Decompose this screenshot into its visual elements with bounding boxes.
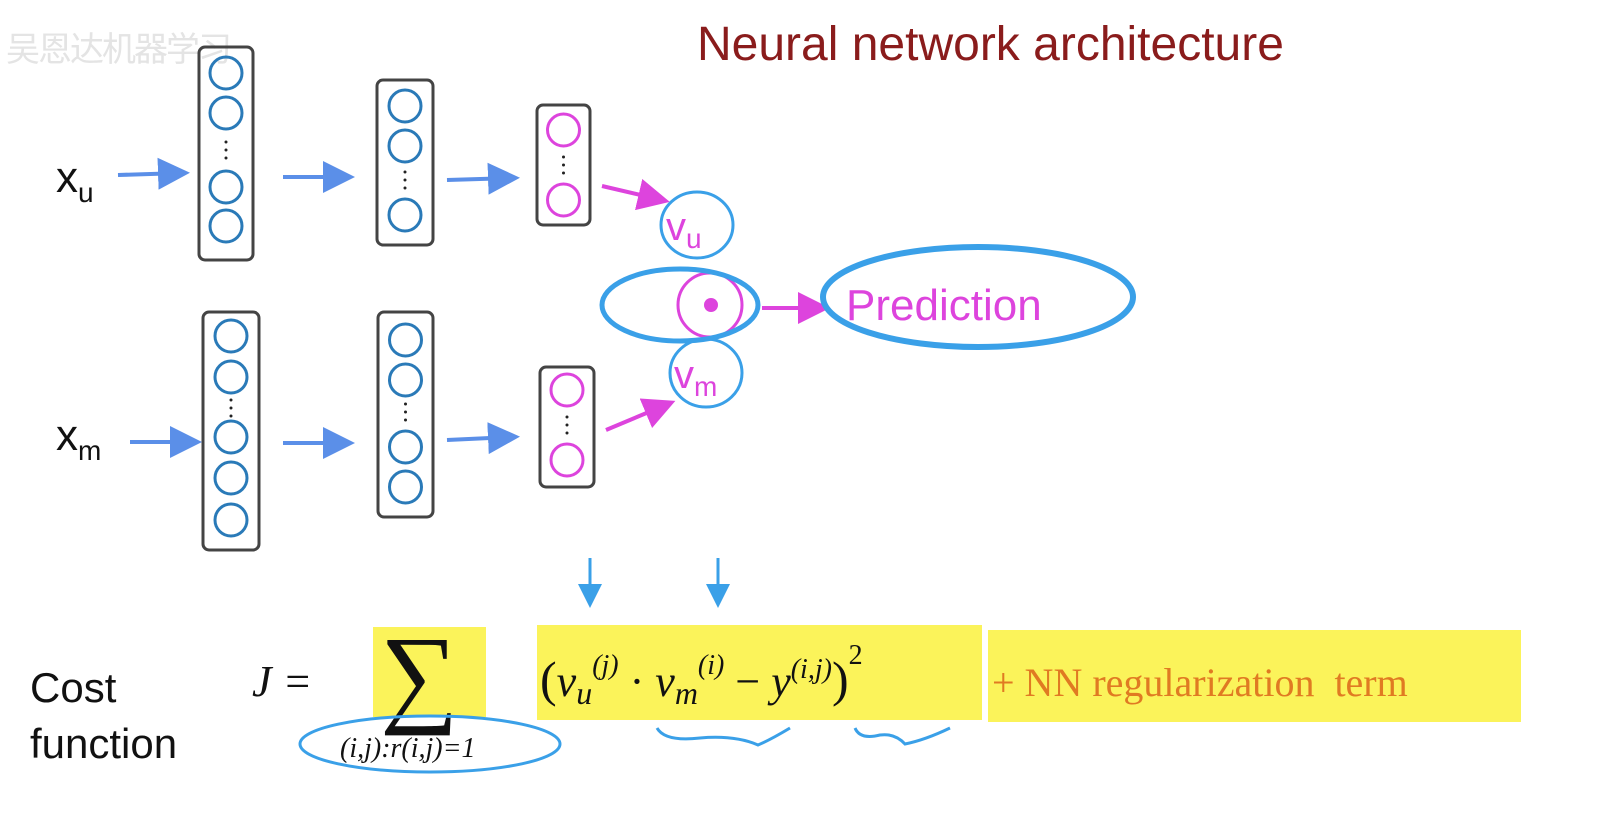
- layer-box: [376, 310, 435, 519]
- input-movie: xm: [56, 411, 101, 466]
- ellipsis-dot: [562, 155, 565, 159]
- flow-arrows: [117, 157, 830, 608]
- neuron: [213, 359, 249, 395]
- neuron: [388, 469, 423, 505]
- ellipsis-dot: [404, 418, 407, 422]
- regularization-term: + NN regularization term: [992, 660, 1408, 705]
- annotation-circle: [599, 266, 761, 344]
- neuron: [208, 95, 244, 131]
- layer-box: [201, 310, 261, 552]
- vector-vm: vm: [674, 353, 717, 402]
- neuron: [208, 55, 244, 91]
- vector-vu: vu: [666, 205, 702, 254]
- layer-box: [538, 365, 596, 489]
- ellipsis-dot: [565, 431, 569, 435]
- ellipsis-dot: [403, 178, 407, 182]
- neuron: [546, 182, 581, 218]
- networks: [197, 45, 596, 552]
- arrow: [601, 178, 670, 211]
- neuron: [388, 362, 423, 398]
- cost-label: Cost: [30, 664, 117, 711]
- prediction-label: Prediction: [846, 281, 1042, 330]
- input-user: xu: [56, 153, 94, 208]
- annotation-circle: [659, 190, 735, 260]
- highlight: [537, 625, 982, 720]
- neuron: [213, 318, 249, 354]
- cost-lhs: J =: [252, 657, 312, 706]
- neuron: [213, 460, 249, 496]
- squared-error-term: (vu(j) · vm(i) − y(i,j))2: [540, 640, 863, 711]
- highlight: [373, 627, 486, 717]
- neuron: [387, 197, 423, 233]
- neuron: [388, 322, 423, 358]
- neuron: [213, 419, 249, 455]
- neuron: [387, 88, 423, 124]
- cost-label: function: [30, 720, 177, 767]
- ellipsis-dot: [565, 415, 569, 419]
- neuron: [546, 112, 581, 148]
- ellipsis-dot: [565, 423, 569, 427]
- neuron: [388, 429, 423, 465]
- dot-product-icon: [704, 298, 718, 312]
- ellipsis-dot: [404, 410, 407, 414]
- watermark: 吴恩达机器学习: [6, 30, 232, 70]
- neuron: [387, 128, 423, 164]
- ellipsis-dot: [562, 163, 565, 167]
- ellipsis-dot: [224, 140, 228, 144]
- layer-box: [375, 78, 435, 247]
- ellipsis-dot: [224, 148, 228, 152]
- ellipsis-dot: [224, 156, 228, 160]
- neuron: [208, 208, 244, 244]
- annotation-brace: [853, 726, 951, 746]
- neuron: [549, 372, 585, 408]
- neuron: [208, 169, 244, 205]
- highlight: [988, 630, 1521, 722]
- layer-box: [197, 45, 255, 262]
- arrow: [446, 422, 520, 455]
- ellipsis-dot: [403, 170, 407, 174]
- slide-title: Neural network architecture: [697, 18, 1284, 71]
- annotation-circle: [298, 714, 562, 774]
- arrow: [117, 157, 190, 190]
- neuron: [213, 502, 249, 538]
- ellipsis-dot: [562, 171, 565, 175]
- arrow: [605, 398, 676, 432]
- ellipsis-dot: [229, 414, 233, 418]
- ellipsis-dot: [229, 406, 233, 410]
- layer-box: [535, 103, 592, 227]
- sum-subscript: (i,j):r(i,j)=1: [340, 733, 476, 764]
- neuron: [549, 442, 585, 478]
- arrow: [446, 162, 520, 195]
- ellipsis-dot: [404, 402, 407, 406]
- annotation-circle: [820, 244, 1136, 350]
- annotation-brace: [655, 726, 791, 747]
- ellipsis-dot: [403, 186, 407, 190]
- ellipsis-dot: [229, 398, 233, 402]
